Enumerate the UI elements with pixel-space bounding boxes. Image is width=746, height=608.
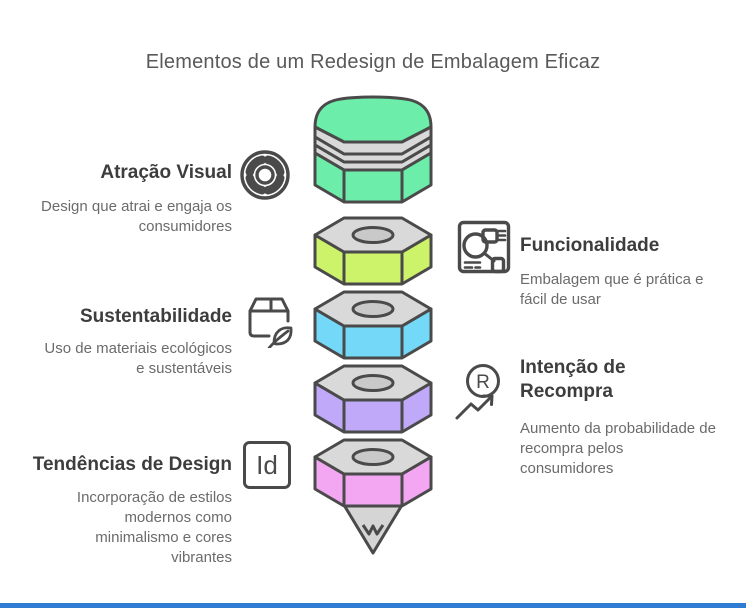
heading-tendencias-design: Tendências de Design — [32, 454, 232, 475]
funnel-graphic — [313, 95, 433, 555]
funnel-segment-4 — [313, 364, 433, 434]
funnel-segment-1 — [313, 95, 433, 204]
indesign-icon: Id — [242, 440, 292, 490]
heading-sustentabilidade: Sustentabilidade — [79, 306, 232, 327]
heading-intencao-recompra: Intenção de Recompra — [520, 357, 626, 402]
desc-atracao-visual: Design que atrai e engaja os consumidore… — [41, 198, 232, 235]
svg-text:Id: Id — [256, 450, 278, 480]
eco-package-icon — [241, 292, 297, 348]
page-title: Elementos de um Redesign de Embalagem Ef… — [145, 51, 601, 73]
footer-accent-bar — [0, 603, 746, 608]
desc-intencao-recompra: Aumento da probabilidade de recompra pel… — [520, 420, 716, 477]
funnel-segment-5 — [313, 438, 433, 508]
desc-sustentabilidade: Uso de materiais ecológicos e sustentáve… — [44, 340, 232, 377]
desc-tendencias-design: Incorporação de estilos modernos como mi… — [76, 489, 232, 566]
wireframe-layout-icon — [456, 219, 512, 275]
design-wheel-icon — [239, 149, 291, 201]
heading-atracao-visual: Atração Visual — [100, 162, 232, 183]
funnel-segment-3 — [313, 290, 433, 360]
heading-funcionalidade: Funcionalidade — [520, 235, 660, 256]
svg-text:R: R — [476, 372, 490, 393]
repurchase-arrow-icon: R — [452, 360, 510, 424]
funnel-segment-2 — [313, 216, 433, 286]
desc-funcionalidade: Embalagem que é prática e fácil de usar — [520, 271, 704, 308]
